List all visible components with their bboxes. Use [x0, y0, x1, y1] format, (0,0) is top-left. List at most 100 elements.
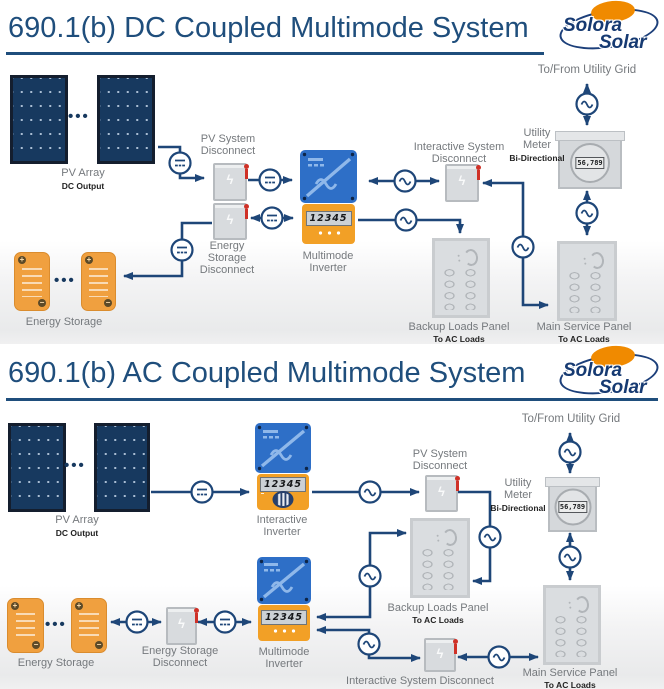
breaker-rows: [417, 547, 463, 590]
dc-symbol: [260, 206, 284, 230]
inverter-symbol: [302, 152, 355, 201]
ac-symbol: [558, 545, 582, 569]
dc-title: 690.1(b) DC Coupled Multimode System: [8, 12, 529, 44]
disconnect-handle: [194, 608, 199, 623]
ac-symbol: [393, 169, 417, 193]
ac-symbol: [358, 564, 382, 588]
logo-text-2: Solar: [599, 377, 647, 398]
inverter-symbol: [257, 425, 309, 471]
pv-panel: [97, 75, 155, 164]
interactive-inverter-dc-ac-unit: [255, 423, 311, 473]
bi-directional-label: Bi-Directional: [509, 153, 565, 163]
panel-icon: [441, 528, 458, 547]
interactive-system-disconnect-box: ϟ: [424, 638, 458, 672]
breaker-rows: [564, 270, 610, 313]
disconnect-handle: [453, 639, 458, 654]
bi-directional-label: Bi-Directional: [490, 503, 546, 513]
pv-panel: [94, 423, 150, 512]
pv-array-label: PV Array: [55, 514, 99, 526]
dc-wiring: [123, 83, 599, 309]
ac-symbol: [511, 235, 535, 259]
pv-system-disconnect-box: ϟ: [425, 475, 460, 512]
to-ac-loads-label: To AC Loads: [544, 680, 596, 689]
backup-loads-panel-label: Backup Loads Panel: [408, 321, 510, 333]
ac-symbol: [575, 201, 599, 225]
ac-symbol: [558, 440, 582, 464]
pv-system-disconnect-box: ϟ: [213, 163, 249, 201]
ac-title: 690.1(b) AC Coupled Multimode System: [8, 357, 526, 389]
backup-loads-panel-box: [410, 518, 470, 598]
dc-output-label: DC Output: [55, 528, 99, 538]
ac-symbol: [575, 92, 599, 116]
title-underline: [6, 52, 544, 55]
title-underline: [6, 398, 658, 401]
disconnect-handle: [244, 204, 249, 219]
breaker-rows: [439, 267, 483, 310]
dc-symbol: [168, 151, 192, 175]
multimode-inverter-display-unit: 12345: [258, 605, 310, 641]
dc-symbol: [258, 168, 282, 192]
inverter-dial: [272, 491, 294, 508]
pv-ellipsis: •••: [64, 457, 86, 474]
battery: + −: [14, 252, 50, 311]
disconnect-handle: [244, 164, 249, 179]
dc-output-label: DC Output: [61, 181, 105, 191]
wire-inverter-to-backup-panel: [358, 218, 464, 234]
to-ac-loads-label: To AC Loads: [412, 615, 464, 625]
ac-symbol: [357, 632, 381, 656]
inverter-indicator-dots: [315, 231, 342, 235]
inverter-display: 12345: [260, 610, 308, 625]
solora-solar-logo: Solora Solar: [555, 0, 662, 56]
to-from-grid-label: To/From Utility Grid: [537, 64, 637, 76]
ac-wiring: [110, 432, 582, 669]
panel-icon: [588, 251, 605, 270]
dc-symbol: [190, 480, 214, 504]
battery-ellipsis: •••: [54, 272, 76, 289]
solora-solar-logo: Solora Solar: [555, 344, 662, 401]
main-service-panel-box: [557, 241, 617, 321]
dc-symbol: [213, 610, 237, 634]
logo-text-1: Solora: [563, 360, 623, 381]
dc-symbol: [170, 238, 194, 262]
logo-text-2: Solar: [599, 32, 647, 53]
to-ac-loads-label: To AC Loads: [558, 334, 610, 344]
backup-loads-panel-box: [432, 238, 490, 318]
battery: + −: [81, 252, 116, 311]
inverter-indicator-dots: [271, 629, 297, 633]
main-service-panel-label: Main Service Panel: [522, 667, 618, 679]
breaker-rows: [550, 614, 594, 657]
backup-loads-panel-label: Backup Loads Panel: [387, 602, 489, 614]
battery: + −: [7, 598, 44, 653]
ac-symbol: [358, 480, 382, 504]
panel-icon: [573, 595, 590, 614]
energy-storage-disconnect-box: ϟ: [166, 607, 199, 645]
energy-storage-disconnect-box: ϟ: [213, 203, 249, 240]
inverter-display: 12345: [305, 211, 352, 226]
interactive-inverter-display-unit: 12345: [257, 474, 309, 510]
utility-meter: 56,789: [555, 131, 625, 189]
battery-ellipsis: •••: [45, 616, 67, 633]
energy-storage-label: Energy Storage: [17, 657, 95, 669]
ac-symbol: [487, 645, 511, 669]
ac-coupled-diagram: 690.1(b) AC Coupled Multimode System Sol…: [0, 344, 664, 689]
main-service-panel-label: Main Service Panel: [536, 321, 632, 333]
battery: + −: [71, 598, 107, 653]
main-service-panel-box: [543, 585, 601, 665]
multimode-inverter-dc-ac-unit: [257, 557, 311, 604]
to-from-grid-label: To/From Utility Grid: [521, 413, 621, 425]
multimode-inverter-display-unit: 12345: [302, 204, 355, 244]
logo-text-1: Solora: [563, 15, 623, 36]
interactive-system-disconnect-label: Interactive System Disconnect: [346, 675, 494, 687]
inverter-symbol: [259, 559, 309, 602]
disconnect-handle: [455, 476, 460, 491]
